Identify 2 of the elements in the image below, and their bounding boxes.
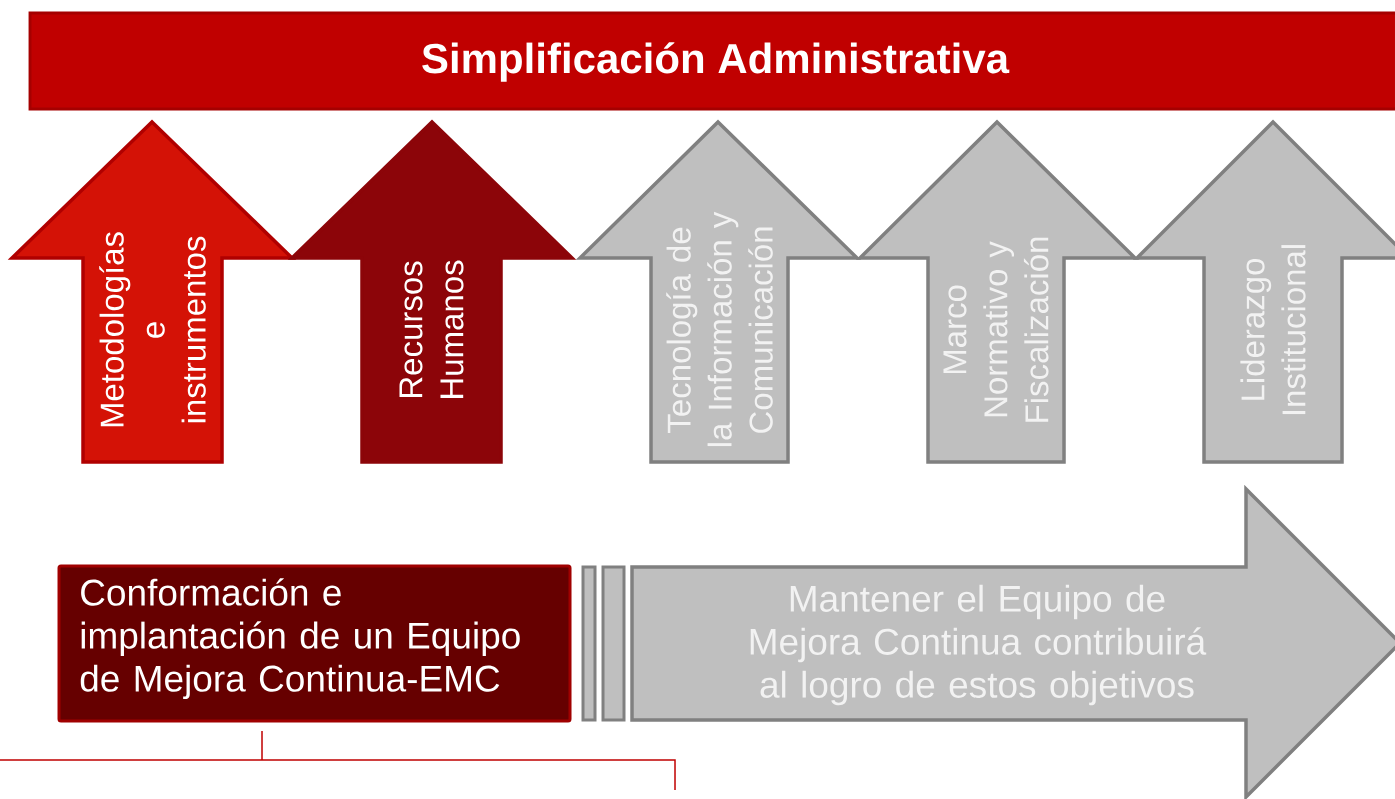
process-box: Conformación e implantación de un Equipo de Mejora Continua-EMC [57,564,572,723]
title-banner: Simplificación Administrativa [28,11,1395,111]
